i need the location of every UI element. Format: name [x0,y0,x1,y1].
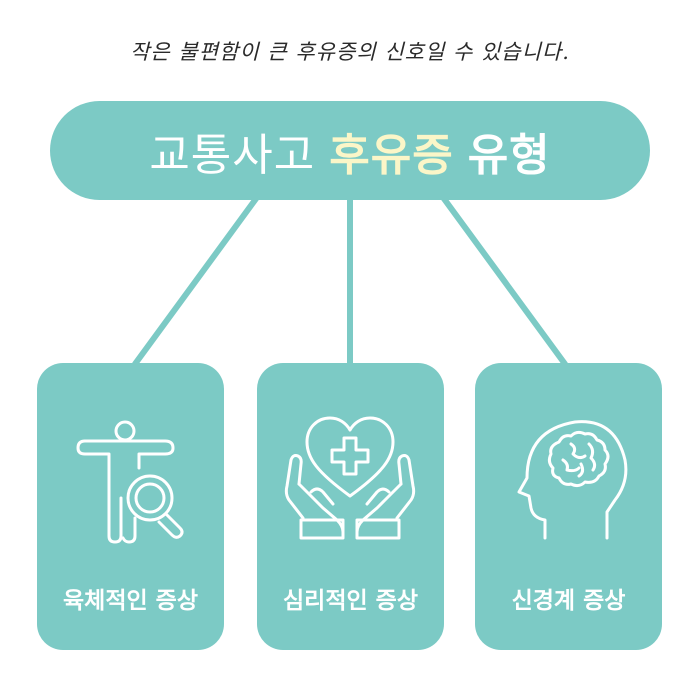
card-physical: 육체적인 증상 [37,363,224,650]
card-neurological: 신경계 증상 [475,363,662,650]
hands-heart-cross-icon [284,416,416,540]
body-pain-magnifier-icon [76,420,184,544]
card-label: 육체적인 증상 [63,588,198,614]
connector-right [439,193,568,367]
title-part-1: 교통사고 [149,129,316,181]
head-brain-icon [517,420,628,540]
subtitle: 작은 불편함이 큰 후유증의 신호일 수 있습니다. [130,40,570,64]
connector-left [132,193,261,367]
card-psychological: 심리적인 증상 [257,363,444,650]
card-label: 심리적인 증상 [283,588,418,614]
title-part-2: 후유증 [329,129,454,181]
title-pill: 교통사고 후유증 유형 [50,101,650,200]
title-part-3: 유형 [467,129,551,181]
card-label: 신경계 증상 [511,588,626,614]
